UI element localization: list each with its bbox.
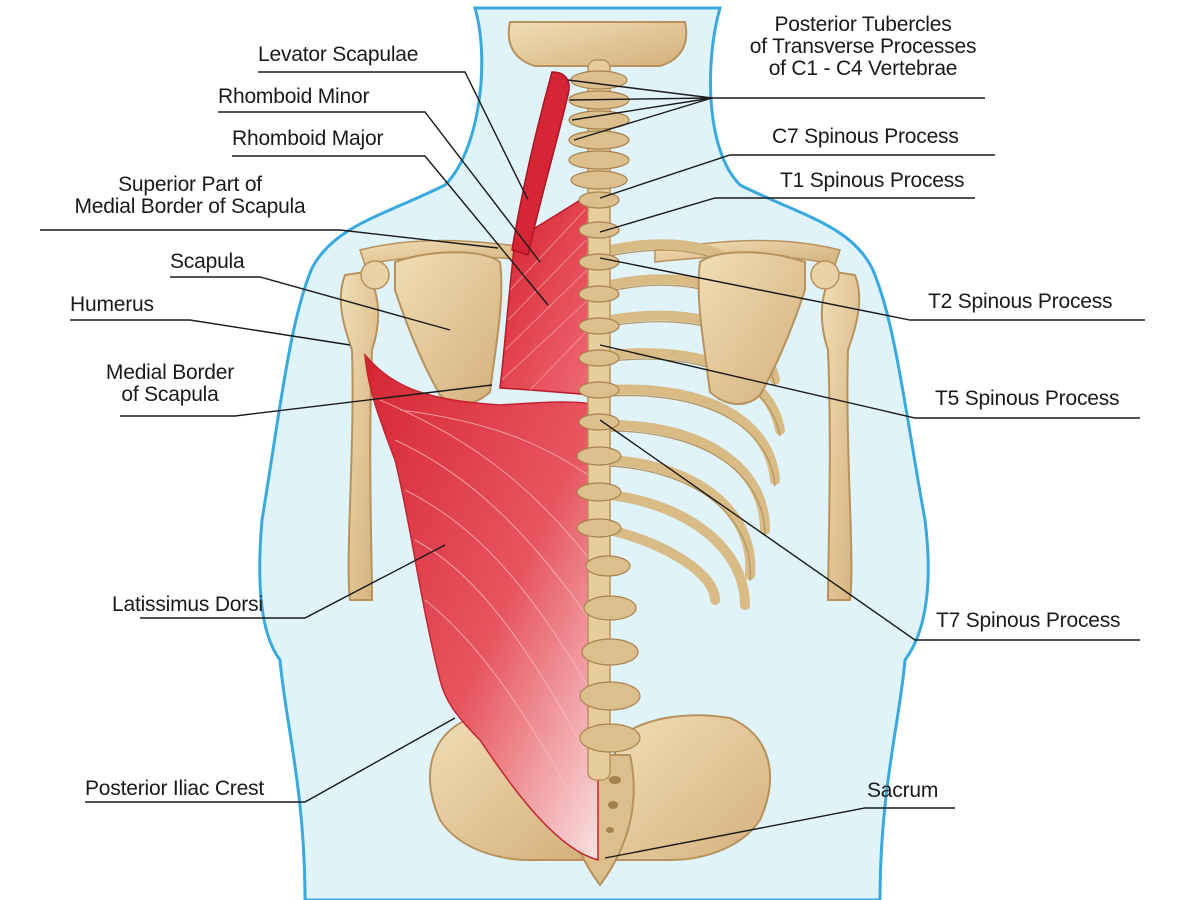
- leader-superior-medial-border: [40, 229, 499, 249]
- right-ilium: [614, 714, 771, 861]
- label-medial-border-line2: of Scapula: [121, 383, 219, 406]
- label-medial-border: Medial Border of Scapula: [85, 362, 255, 406]
- label-posterior-tubercles-line1: Posterior Tubercles: [774, 13, 952, 36]
- label-posterior-tubercles: Posterior Tubercles of Transverse Proces…: [718, 14, 1008, 80]
- label-posterior-tubercles-line3: of C1 - C4 Vertebrae: [768, 57, 958, 80]
- label-t2-spinous-process: T2 Spinous Process: [928, 290, 1113, 313]
- label-latissimus-dorsi: Latissimus Dorsi: [112, 593, 263, 616]
- leader-t5: [599, 344, 1140, 419]
- label-levator-scapulae: Levator Scapulae: [258, 43, 419, 66]
- leader-levator-scapulae: [258, 71, 529, 201]
- label-superior-medial-border: Superior Part of Medial Border of Scapul…: [40, 174, 340, 218]
- leader-medial-border: [120, 384, 493, 417]
- label-medial-border-line1: Medial Border: [105, 361, 235, 384]
- leader-posterior-iliac-crest: [85, 717, 456, 803]
- leader-t7: [599, 419, 1140, 641]
- label-superior-medial-border-line1: Superior Part of: [118, 173, 262, 196]
- label-rhomboid-major: Rhomboid Major: [232, 127, 384, 150]
- right-humerus: [820, 270, 861, 601]
- label-t1-spinous-process: T1 Spinous Process: [780, 169, 965, 192]
- leader-rhomboid-minor: [218, 111, 541, 263]
- right-shoulder-joint: [810, 260, 840, 290]
- leader-t2: [599, 257, 1145, 321]
- label-superior-medial-border-line2: Medial Border of Scapula: [74, 195, 306, 218]
- leader-tubercle-2: [569, 97, 713, 101]
- leader-c7: [599, 154, 995, 199]
- label-sacrum: Sacrum: [867, 779, 939, 802]
- vertebral-column: [568, 59, 641, 781]
- leader-sacrum: [604, 807, 955, 859]
- leader-tubercle-3: [571, 97, 713, 121]
- label-posterior-tubercles-line2: of Transverse Processes: [749, 35, 977, 58]
- levator-scapulae-muscle: [511, 71, 570, 256]
- leader-lines: [40, 71, 1145, 859]
- label-posterior-iliac-crest: Posterior Iliac Crest: [85, 777, 265, 800]
- latissimus-fibers: [379, 399, 596, 821]
- rhomboid-fibers: [501, 209, 589, 391]
- label-t7-spinous-process: T7 Spinous Process: [936, 609, 1121, 632]
- leader-t1: [599, 197, 975, 233]
- label-rhomboid-minor: Rhomboid Minor: [218, 85, 370, 108]
- skull-base: [507, 21, 688, 67]
- label-humerus: Humerus: [70, 293, 154, 316]
- leader-humerus: [70, 319, 351, 346]
- latissimus-dorsi-muscle: [364, 352, 599, 861]
- label-scapula: Scapula: [170, 250, 245, 273]
- label-t5-spinous-process: T5 Spinous Process: [935, 387, 1120, 410]
- left-humerus: [339, 270, 380, 601]
- leader-scapula: [170, 276, 451, 331]
- left-shoulder-joint: [360, 260, 390, 290]
- leader-latissimus-dorsi: [140, 544, 446, 619]
- leader-tubercle-4: [573, 97, 713, 141]
- label-c7-spinous-process: C7 Spinous Process: [772, 125, 959, 148]
- leader-rhomboid-major: [232, 155, 549, 306]
- left-scapula: [394, 251, 503, 405]
- right-scapula: [697, 251, 806, 405]
